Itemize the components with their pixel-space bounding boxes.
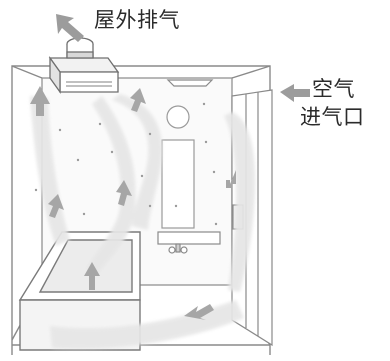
arrow-up-left-icon bbox=[56, 14, 84, 42]
airflow-stream-floor bbox=[50, 300, 244, 349]
sink-counter bbox=[157, 231, 221, 254]
airflow-stream-intake bbox=[224, 112, 256, 292]
intake-label-line2: 进气口 bbox=[300, 105, 365, 129]
exhaust-label: 屋外排气 bbox=[94, 8, 180, 32]
airflow-stream-center-rising bbox=[86, 96, 136, 276]
arrow-up-icon bbox=[116, 180, 132, 206]
ceiling-edge-left bbox=[11, 65, 43, 79]
arrow-left-icon bbox=[280, 84, 310, 102]
arrow-up-icon bbox=[130, 88, 146, 112]
ventilation-fan-icon bbox=[48, 37, 120, 95]
arrow-down-left-icon bbox=[184, 304, 214, 320]
dust-particles bbox=[34, 102, 218, 226]
arrow-up-icon bbox=[48, 194, 64, 218]
intake-label-line1: 空气 bbox=[312, 77, 355, 101]
airflow-stream-left-rising bbox=[30, 96, 70, 246]
ceiling-edge-right bbox=[231, 65, 271, 79]
ceiling-light-icon bbox=[166, 79, 214, 87]
arrow-up-icon bbox=[84, 262, 100, 290]
wall-cabinet bbox=[161, 105, 195, 229]
arrow-up-icon bbox=[30, 86, 50, 116]
arrow-down-icon bbox=[226, 170, 236, 188]
airflow-arrows bbox=[30, 86, 236, 320]
airflow-streams bbox=[30, 94, 256, 349]
airflow-stream-right-loop bbox=[112, 94, 163, 230]
